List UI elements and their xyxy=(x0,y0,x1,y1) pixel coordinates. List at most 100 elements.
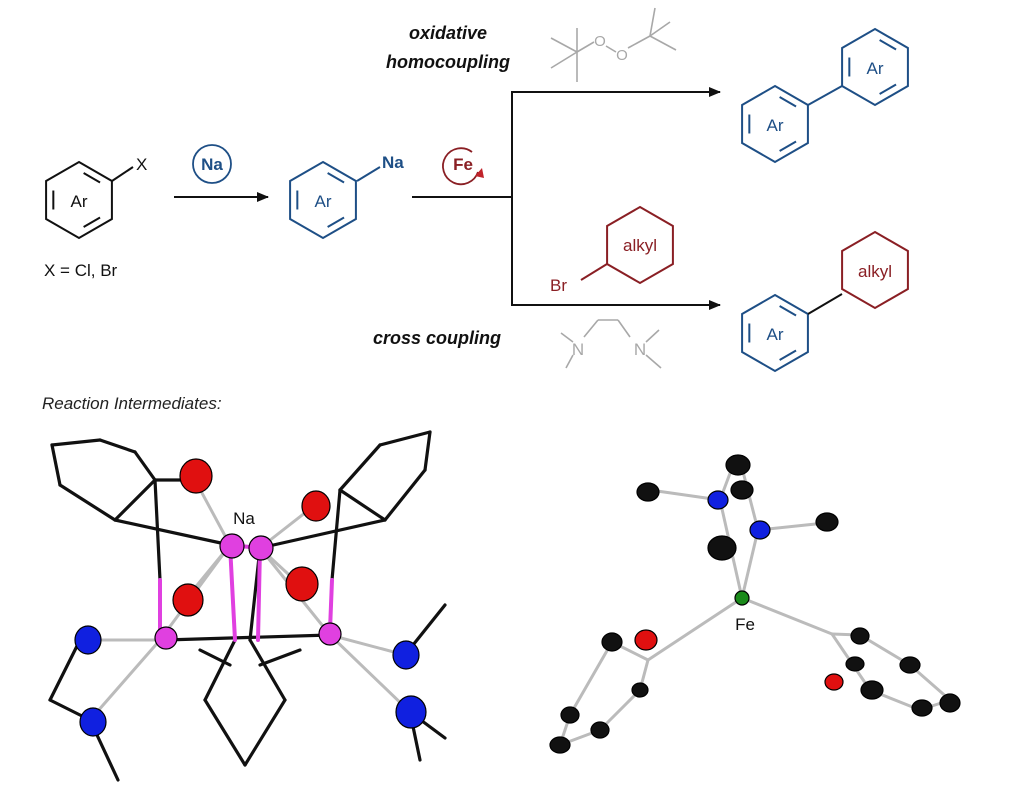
carbon-atom xyxy=(845,656,865,672)
aryl-alkyl-bond xyxy=(807,293,843,315)
sodium-intermediate-structure xyxy=(48,430,447,782)
bond xyxy=(88,638,162,722)
bond xyxy=(423,430,432,472)
ring-outline xyxy=(741,293,809,373)
bond xyxy=(338,443,382,492)
oxygen-atom xyxy=(634,629,658,651)
bond xyxy=(113,518,232,547)
nitrogen-atom xyxy=(707,490,729,510)
sodium-atom xyxy=(154,626,178,650)
aryl-sodium-ring xyxy=(289,160,357,240)
ring-label: alkyl xyxy=(623,236,657,255)
homocoupling-label-line1: oxidative xyxy=(409,23,487,43)
alkyl-bromide-ring xyxy=(606,205,674,285)
bond xyxy=(568,640,614,717)
homocoupling-label-line2: homocoupling xyxy=(386,52,510,72)
product-alkyl-ring xyxy=(841,230,909,310)
intermediates-title: Reaction Intermediates: xyxy=(42,394,222,413)
bond xyxy=(203,638,237,702)
bond xyxy=(338,488,387,522)
bond xyxy=(50,443,62,487)
ring-label: Ar xyxy=(867,59,884,78)
bond xyxy=(258,518,387,550)
ring-label: Ar xyxy=(767,325,784,344)
bond xyxy=(328,578,334,632)
oxygen-atom xyxy=(824,673,844,691)
carbon-atom xyxy=(560,706,580,724)
peroxide-oxidant xyxy=(550,7,677,82)
double-bond xyxy=(779,305,797,317)
nitrogen-label: N xyxy=(572,340,584,359)
bond xyxy=(256,546,262,642)
carbon-atom xyxy=(590,721,610,739)
iron-atom xyxy=(734,590,750,606)
carbon-atom xyxy=(730,480,754,500)
double-bond xyxy=(879,83,897,95)
bond xyxy=(598,688,642,732)
bond xyxy=(328,633,412,714)
oxygen-atom xyxy=(285,566,319,602)
ring-outline xyxy=(606,205,674,285)
bond xyxy=(133,450,157,482)
bond xyxy=(50,438,102,447)
nitrogen-atom xyxy=(395,695,427,729)
tmeda-ligand xyxy=(560,319,662,369)
bromide-label: Br xyxy=(550,276,567,295)
c-br-bond xyxy=(580,263,608,281)
bond xyxy=(228,543,237,642)
double-bond xyxy=(779,349,797,361)
nitrogen-atom xyxy=(79,707,107,737)
sodium-atom xyxy=(318,622,342,646)
ring-label: alkyl xyxy=(858,262,892,281)
double-bond xyxy=(779,96,797,108)
ring-outline xyxy=(841,230,909,310)
carbon-atom xyxy=(850,627,870,645)
oxygen-label: O xyxy=(594,33,606,50)
ring-label: Ar xyxy=(315,192,332,211)
bond xyxy=(383,468,427,522)
ring-outline xyxy=(289,160,357,240)
carbon-atom xyxy=(601,632,623,652)
sodium-reagent-circle xyxy=(192,144,232,184)
biaryl-ring-upper xyxy=(841,27,909,107)
sodium-reagent-label: Na xyxy=(201,155,223,174)
bond xyxy=(98,438,137,454)
oxygen-atom xyxy=(172,583,204,617)
nitrogen-atom xyxy=(392,640,420,670)
carbon-atom xyxy=(707,535,737,561)
oxygen-atom xyxy=(301,490,331,522)
bond xyxy=(198,648,232,667)
carbon-atom xyxy=(549,736,571,754)
bond xyxy=(740,596,834,636)
bond xyxy=(243,698,287,767)
bond xyxy=(113,478,157,522)
halide-label: X xyxy=(136,155,147,174)
c-x-bond xyxy=(111,166,134,182)
double-bond xyxy=(83,172,101,184)
ring-outline xyxy=(841,27,909,107)
double-bond xyxy=(779,140,797,152)
biaryl-ring-lower xyxy=(741,84,809,164)
bond xyxy=(378,430,432,447)
nitrogen-atom xyxy=(74,625,102,655)
carbon-atom xyxy=(636,482,660,502)
ring-label: Ar xyxy=(767,116,784,135)
carbon-atom xyxy=(815,512,839,532)
bond xyxy=(163,633,332,642)
sodium-label: Na xyxy=(382,153,404,172)
c-na-bond xyxy=(356,166,381,182)
sodium-atom xyxy=(248,535,274,561)
bond xyxy=(740,528,760,600)
bond xyxy=(330,488,342,582)
double-bond xyxy=(879,39,897,51)
carbon-atom xyxy=(860,680,884,700)
oxygen-atom xyxy=(179,458,213,494)
bond xyxy=(58,483,117,522)
sodium-atom-label: Na xyxy=(233,509,255,528)
bond xyxy=(646,596,744,662)
halide-condition: X = Cl, Br xyxy=(44,261,118,280)
bond xyxy=(248,638,287,702)
ring-outline xyxy=(741,84,809,164)
carbon-atom xyxy=(899,656,921,674)
cross-coupling-label: cross coupling xyxy=(373,328,501,348)
